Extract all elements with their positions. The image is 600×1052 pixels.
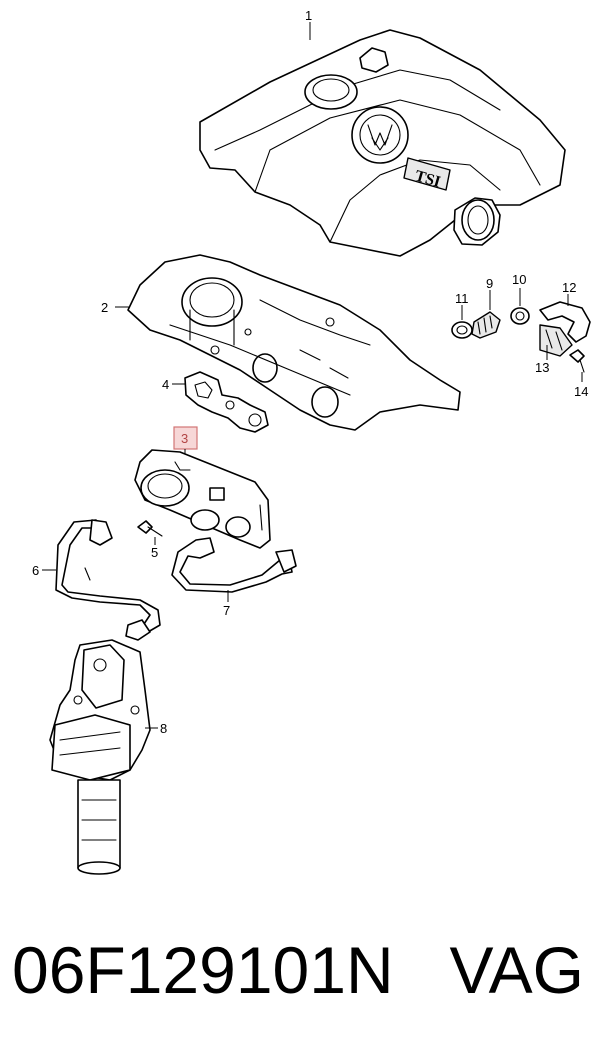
bolt-14 <box>569 349 585 373</box>
callout-6: 6 <box>32 563 39 578</box>
callout-12: 12 <box>562 280 576 295</box>
part-number: 06F129101N <box>12 933 394 1007</box>
callout-1: 1 <box>305 8 312 23</box>
caption-bar: 06F129101N VAG <box>0 930 600 1030</box>
hose-12 <box>539 301 591 357</box>
cover-badge-text: TSI <box>413 168 442 191</box>
callout-9: 9 <box>486 276 493 291</box>
hose-9 <box>471 311 501 339</box>
hose-clamp-11 <box>451 321 473 339</box>
oil-filter-housing <box>49 639 151 875</box>
callout-10: 10 <box>512 272 526 287</box>
cylinder-head-cover <box>127 254 461 431</box>
callout-7: 7 <box>223 603 230 618</box>
callout-5: 5 <box>151 545 158 560</box>
gasket <box>184 371 269 433</box>
callout-4: 4 <box>162 377 169 392</box>
hose-clamp-10 <box>510 307 530 325</box>
callout-14: 14 <box>574 384 588 399</box>
engine-cover: TSI <box>199 29 566 257</box>
callout-3: 3 <box>181 431 188 446</box>
callout-13: 13 <box>535 360 549 375</box>
bolt <box>137 520 163 537</box>
brand-name: VAG <box>449 933 584 1007</box>
callout-8: 8 <box>160 721 167 736</box>
breather-hose-7 <box>171 537 297 593</box>
callout-2: 2 <box>101 300 108 315</box>
breather-hose-6 <box>55 519 161 641</box>
oil-separator <box>134 449 271 549</box>
callout-11: 11 <box>455 291 469 306</box>
exploded-parts-diagram: TSI 1 2 4 3 <box>32 8 591 875</box>
